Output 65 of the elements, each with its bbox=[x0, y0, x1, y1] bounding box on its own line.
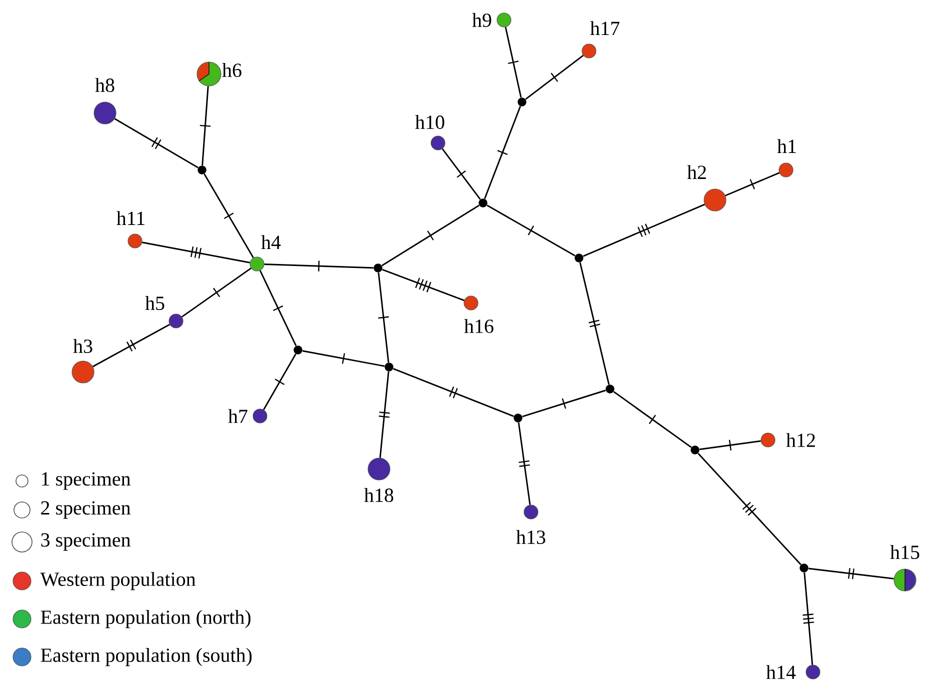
legend-text: 3 specimen bbox=[41, 533, 131, 551]
haplotype-label: h16 bbox=[464, 318, 494, 334]
haplotype-label: h14 bbox=[766, 665, 796, 679]
network-link bbox=[378, 272, 390, 362]
haplotype-label: h5 bbox=[145, 296, 164, 310]
network-link bbox=[802, 572, 814, 665]
haplotype-label: h4 bbox=[261, 235, 281, 249]
legend-text: Western population bbox=[40, 572, 196, 590]
network-link bbox=[259, 270, 297, 346]
median-vector-dot bbox=[374, 264, 382, 272]
median-vector-dot bbox=[690, 446, 700, 454]
median-vector-dot bbox=[514, 414, 522, 422]
legend-text: Eastern population (south) bbox=[40, 648, 252, 666]
median-vector-dot bbox=[384, 362, 394, 372]
median-vector-dot bbox=[606, 384, 614, 394]
median-vector-dot bbox=[198, 166, 206, 174]
haplotype-label: h13 bbox=[516, 530, 546, 544]
network-link bbox=[699, 440, 761, 451]
haplotype-label: h8 bbox=[95, 78, 114, 92]
network-link bbox=[182, 268, 252, 318]
median-vector-dot bbox=[294, 346, 302, 354]
network-link bbox=[442, 148, 481, 200]
haplotype-label: h15 bbox=[890, 544, 920, 560]
haplotype-label: h10 bbox=[415, 114, 444, 130]
network-link bbox=[525, 54, 584, 100]
network-link bbox=[92, 324, 170, 368]
median-vector-dot bbox=[478, 198, 488, 208]
network-link bbox=[114, 118, 198, 168]
network-link bbox=[378, 372, 390, 458]
network-link bbox=[486, 204, 576, 256]
network-link bbox=[302, 350, 385, 367]
haplotype-label: h6 bbox=[222, 62, 242, 78]
network-link bbox=[142, 242, 250, 264]
network-link bbox=[264, 260, 374, 272]
network-link bbox=[382, 268, 464, 302]
network-link bbox=[613, 391, 692, 448]
haplotype-label: h1 bbox=[777, 139, 796, 153]
legend-text: 1 specimen bbox=[42, 472, 131, 490]
haplotype-label: h12 bbox=[786, 433, 815, 447]
haplotype-label: h17 bbox=[590, 21, 620, 35]
network-link bbox=[698, 452, 802, 566]
haplotype-label: h7 bbox=[228, 409, 248, 423]
network-link bbox=[808, 568, 894, 580]
haplotype-label: h2 bbox=[687, 165, 706, 179]
median-vector-dot bbox=[800, 564, 808, 572]
network-link bbox=[579, 262, 610, 385]
legend-text: Eastern population (north) bbox=[40, 610, 250, 628]
haplotype-label: h18 bbox=[364, 488, 394, 502]
network-link bbox=[522, 390, 606, 418]
haplotype-label: h11 bbox=[116, 211, 144, 225]
median-vector-dot bbox=[574, 254, 584, 262]
network-link bbox=[518, 422, 531, 505]
network-link bbox=[393, 368, 514, 417]
network-link bbox=[204, 174, 254, 258]
haplotype-label: h9 bbox=[472, 12, 492, 28]
network-link bbox=[725, 172, 780, 196]
network-link bbox=[504, 26, 522, 98]
median-vector-dot bbox=[518, 98, 526, 106]
network-link bbox=[382, 204, 480, 266]
haplotype-label: h3 bbox=[73, 338, 92, 354]
legend-text: 2 specimen bbox=[41, 501, 131, 519]
network-link bbox=[263, 354, 296, 410]
network-link bbox=[200, 86, 211, 166]
network-link bbox=[582, 204, 705, 257]
network-link bbox=[484, 106, 522, 199]
